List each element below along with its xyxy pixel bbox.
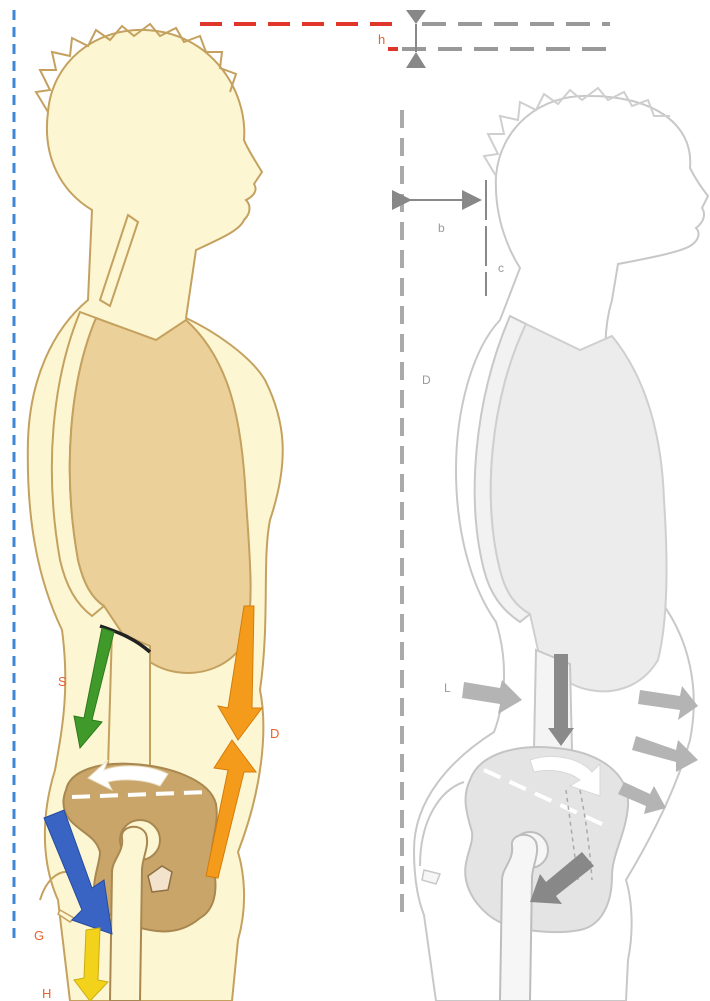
label-d-right: D [422,373,431,387]
right-pelvis [465,747,628,932]
label-l: L [444,681,451,695]
label-g: G [34,928,44,943]
height-marker [402,10,610,68]
triangle-up-marker [406,52,426,68]
triangle-down-marker [406,10,426,24]
label-s: S [58,674,67,689]
label-b: b [438,221,445,235]
left-figure: S D G H h [14,10,398,1001]
lumbar-column [108,630,150,768]
right-figure: b c D L P [402,88,708,1001]
label-c: c [498,261,504,275]
label-d-left: D [270,726,279,741]
label-h-top: h [378,32,385,47]
label-h-bottom: H [42,986,51,1001]
right-lumbar-arrow [554,654,568,730]
